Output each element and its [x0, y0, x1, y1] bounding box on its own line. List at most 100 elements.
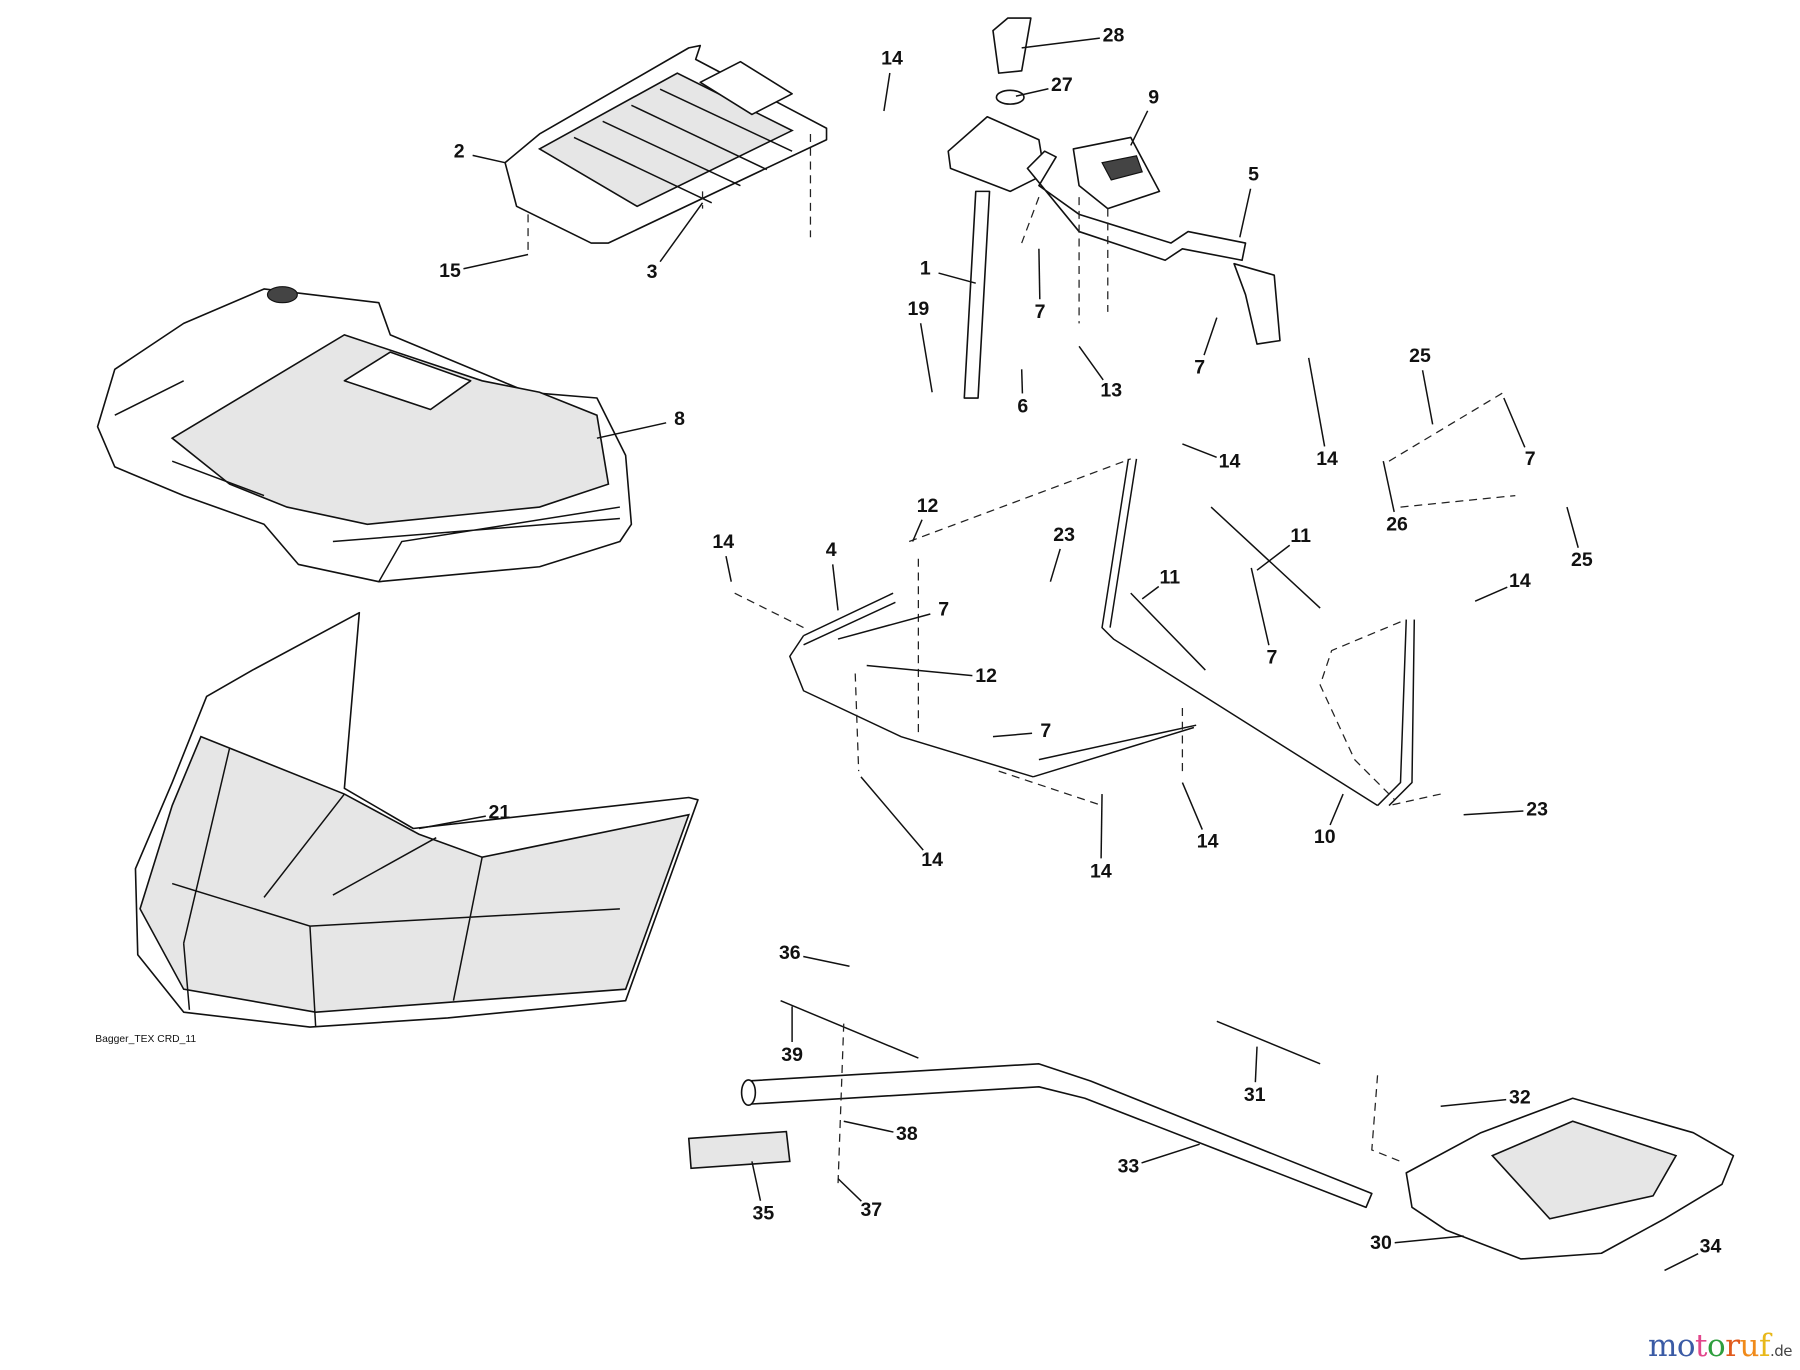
callout-14: 14 [1090, 794, 1112, 882]
callout-23: 23 [1463, 798, 1548, 820]
leader-line [1254, 1046, 1258, 1083]
callout-number: 19 [908, 298, 930, 320]
callout-number: 25 [1409, 345, 1431, 367]
leader-line [1182, 443, 1217, 458]
callout-number: 21 [489, 802, 511, 824]
callout-number: 11 [1290, 525, 1311, 547]
callout-number: 38 [896, 1123, 918, 1145]
leader-line [837, 613, 931, 640]
part-lever-handle [687, 1000, 1373, 1209]
callout-13: 13 [1078, 345, 1122, 401]
callout-number: 7 [938, 599, 949, 621]
callout-25: 25 [1566, 506, 1593, 571]
leader-line [1307, 357, 1326, 447]
logo-letter: f [1758, 1328, 1770, 1364]
callout-33: 33 [1118, 1143, 1200, 1177]
callout-number: 26 [1386, 514, 1408, 536]
callout-number: 14 [881, 48, 903, 70]
callout-12: 12 [911, 495, 939, 542]
leader-line [1463, 810, 1524, 816]
callout-number: 14 [712, 531, 734, 553]
leader-line [1049, 548, 1061, 582]
callout-number: 36 [779, 942, 801, 964]
callout-number: 30 [1370, 1232, 1392, 1254]
leader-line [883, 72, 891, 112]
callout-number: 4 [826, 539, 837, 561]
callout-number: 1 [920, 258, 931, 280]
logo-letter: r [1725, 1328, 1740, 1364]
assembly-lines [527, 133, 1516, 1185]
callout-number: 7 [1525, 448, 1536, 470]
callout-number: 12 [975, 665, 997, 687]
leader-line [1203, 317, 1218, 356]
leader-line [725, 555, 732, 582]
callout-14: 14 [1307, 357, 1338, 470]
callout-15: 15 [439, 253, 529, 282]
callout-37: 37 [837, 1178, 882, 1221]
logo-letter: u [1739, 1328, 1760, 1364]
callout-32: 32 [1440, 1086, 1531, 1108]
callout-number: 10 [1314, 826, 1336, 848]
callout-number: 27 [1051, 74, 1073, 96]
callout-number: 15 [439, 260, 461, 282]
leader-line [843, 1120, 894, 1133]
leader-line [1141, 585, 1160, 600]
callout-number: 2 [454, 141, 465, 163]
leader-line [1394, 1235, 1464, 1244]
callout-14: 14 [712, 531, 734, 582]
leader-line [803, 955, 850, 967]
leader-line [837, 1178, 862, 1202]
leader-line [659, 202, 704, 263]
callout-number: 33 [1118, 1155, 1140, 1177]
leader-line [463, 253, 529, 270]
callout-number: 8 [674, 408, 685, 430]
leader-line [1100, 794, 1103, 859]
leader-line [992, 732, 1033, 738]
callout-30: 30 [1370, 1232, 1464, 1254]
callout-number: 25 [1571, 549, 1593, 571]
callout-number: 14 [1316, 448, 1338, 470]
leader-line [1474, 586, 1508, 602]
callout-number: 35 [753, 1202, 775, 1224]
logo-suffix: .de [1769, 1342, 1793, 1360]
callout-14: 14 [1181, 782, 1219, 852]
leader-line [1015, 88, 1049, 97]
callout-number: 37 [860, 1199, 882, 1221]
callout-11: 11 [1256, 525, 1311, 571]
callout-number: 31 [1244, 1084, 1266, 1106]
callout-11: 11 [1141, 566, 1180, 600]
callout-7: 7 [1503, 397, 1536, 470]
callout-7: 7 [992, 720, 1051, 742]
callout-number: 13 [1100, 379, 1122, 401]
callout-10: 10 [1314, 793, 1344, 848]
leader-line [1250, 567, 1270, 646]
callout-26: 26 [1382, 460, 1408, 536]
leader-line [1130, 110, 1149, 146]
callout-7: 7 [1194, 317, 1218, 378]
callout-6: 6 [1017, 369, 1028, 417]
leader-line [1503, 397, 1526, 448]
callout-7: 7 [1250, 567, 1278, 669]
leader-line [1382, 460, 1395, 513]
leader-line [1566, 506, 1579, 548]
leader-line [1329, 793, 1344, 826]
leader-line [1239, 188, 1252, 238]
callout-27: 27 [1015, 74, 1073, 97]
leader-line [418, 815, 486, 830]
leader-line [919, 323, 933, 393]
callout-number: 7 [1194, 356, 1205, 378]
callout-number: 14 [1509, 570, 1531, 592]
callout-38: 38 [843, 1120, 918, 1145]
callout-36: 36 [779, 942, 850, 967]
logo-letter: m [1647, 1328, 1677, 1364]
leader-line [911, 519, 923, 542]
callout-14: 14 [860, 776, 943, 871]
callout-number: 11 [1159, 566, 1180, 588]
callout-number: 32 [1509, 1086, 1531, 1108]
callout-14: 14 [1182, 443, 1240, 472]
callout-number: 7 [1267, 647, 1278, 669]
callout-23: 23 [1049, 524, 1075, 582]
callout-9: 9 [1130, 87, 1159, 146]
callout-31: 31 [1244, 1046, 1266, 1106]
callout-number: 7 [1040, 720, 1051, 742]
